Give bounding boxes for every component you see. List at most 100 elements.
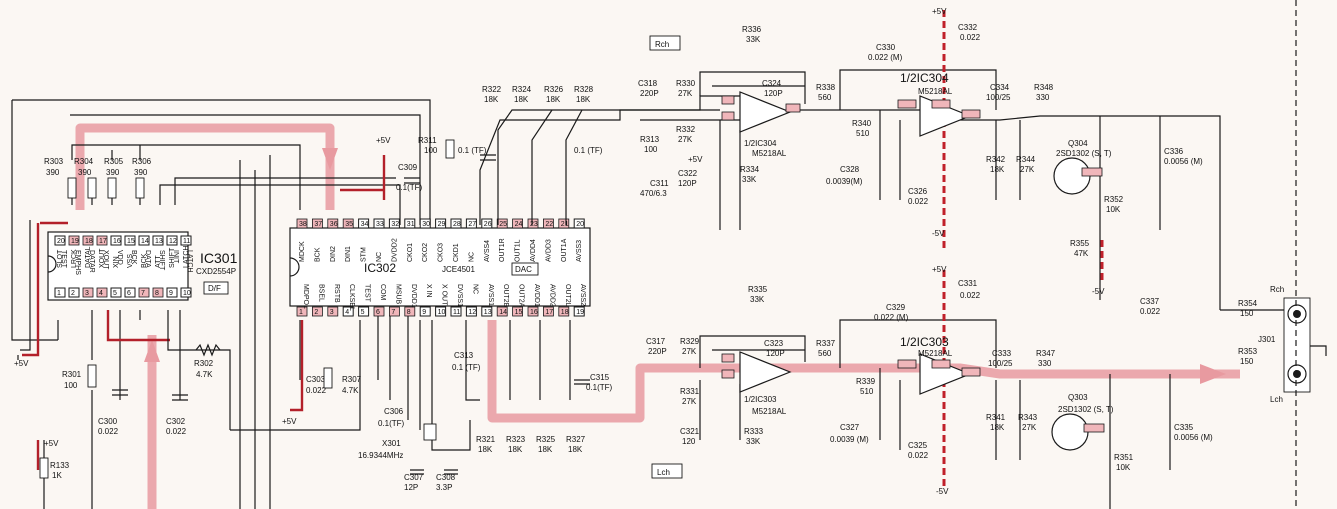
- c324-value: 120P: [764, 89, 783, 98]
- ic-pin-number: 10: [183, 290, 191, 297]
- c325-label: C325: [908, 441, 928, 450]
- c323-value: 120P: [766, 349, 785, 358]
- ic-pin-label: BSEL: [317, 284, 324, 302]
- ic-pin-number: 16: [113, 238, 121, 245]
- ic301-part: CXD2554P: [196, 267, 236, 276]
- ic-pin-number: 29: [438, 221, 446, 228]
- opamp-ic303a: 1/2IC303 M5218AL: [721, 351, 792, 416]
- c309-value: 0.1(TF): [396, 183, 423, 192]
- r331-label: R331: [680, 387, 700, 396]
- plus5v-ic302: +5V: [376, 136, 391, 145]
- ic-pin: [404, 218, 416, 229]
- ic-pin: [358, 218, 370, 229]
- r303-value: 390: [46, 168, 60, 177]
- ic303b-name: 1/2IC303: [900, 335, 949, 349]
- r342-label: R342: [986, 155, 1006, 164]
- r305-value: 390: [106, 168, 120, 177]
- ic-pin: [543, 218, 554, 229]
- ic-pin-label: LRCK: [71, 249, 78, 268]
- c326-value: 0.022: [908, 197, 929, 206]
- c311-value: 470/6.3: [640, 189, 667, 198]
- ic-pin-number: 2: [314, 309, 318, 316]
- jack-ref: J301: [1258, 335, 1276, 344]
- ic-pin-label: BCK: [130, 250, 137, 265]
- c307-value: 12P: [404, 483, 418, 492]
- ic-pin: [311, 306, 323, 317]
- left-wiring: [11, 99, 471, 509]
- r342-value: 18K: [990, 165, 1005, 174]
- r305-label: R305: [104, 157, 124, 166]
- lch-network: Lch R321 18K R323 18K R325 18K R327 18K …: [465, 285, 806, 479]
- ic-pin-label: NC: [376, 252, 383, 262]
- ic-pin-label: AVSS1: [487, 284, 494, 306]
- ic-pin: [68, 287, 80, 298]
- r338-value: 560: [818, 93, 832, 102]
- c315-label: C315: [590, 373, 610, 382]
- ic-pin-label: MDPOL: [302, 284, 309, 309]
- ic-pin-number: 18: [85, 238, 93, 245]
- ic-pin: [327, 218, 339, 229]
- ic-pin-number: 20: [57, 238, 65, 245]
- c327-value: 0.0039 (M): [830, 435, 869, 444]
- arrow-up-highlight: [144, 340, 160, 362]
- c337-label: C337: [1140, 297, 1160, 306]
- r343-label: R343: [1018, 413, 1038, 422]
- ic-pin-label: ATT: [155, 255, 162, 268]
- ic-pin-number: 26: [484, 221, 492, 228]
- output-jack-j301: Rch J301 Lch: [1258, 0, 1327, 509]
- arrow-down-highlight: [322, 148, 338, 170]
- ic-pin-label: DATAL: [85, 246, 92, 268]
- ic-pin: [342, 218, 354, 229]
- c337-value: 0.022: [1140, 307, 1161, 316]
- rch-second-stage: +5V -5V 1/2IC304 M5218AL C330 0.022 (M) …: [800, 7, 1290, 318]
- ic303a-part: M5218AL: [752, 407, 787, 416]
- ic-pin-number: 36: [330, 221, 338, 228]
- r336-label: R336: [742, 25, 762, 34]
- ic-pin: [138, 235, 150, 246]
- ic303a-name: 1/2IC303: [744, 395, 777, 404]
- c335-value: 0.0056 (M): [1174, 433, 1213, 442]
- q304-label: Q304: [1068, 139, 1088, 148]
- ic-pin-label: X IN: [425, 284, 432, 298]
- ic-pin: [296, 306, 308, 317]
- r331-value: 27K: [682, 397, 697, 406]
- r321-value: 18K: [478, 445, 493, 454]
- ic-pin-number: 25: [499, 221, 507, 228]
- ic-pin: [450, 218, 462, 229]
- r322-label: R322: [482, 85, 502, 94]
- r334-value: 33K: [742, 175, 757, 184]
- r327-label: R327: [566, 435, 586, 444]
- r311-value: 100: [424, 146, 438, 155]
- ic-pin-number: 34: [361, 221, 369, 228]
- ic-pin-number: 8: [407, 309, 411, 316]
- ic-pin-label: DIN1: [345, 246, 352, 262]
- c325-value: 0.022: [908, 451, 929, 460]
- c328-label: C328: [840, 165, 860, 174]
- c321-label: C321: [680, 427, 700, 436]
- ic-pin-label: EMPHS: [74, 250, 81, 275]
- c332-label: C332: [958, 23, 978, 32]
- ic304b-part: M5218AL: [918, 87, 953, 96]
- ic-pin: [388, 306, 400, 317]
- ic-pin-label: VSS: [127, 254, 134, 268]
- ic-pin-label: COM: [379, 284, 386, 301]
- r338-label: R338: [816, 83, 836, 92]
- r302-label: R302: [194, 359, 214, 368]
- ic-pin: [166, 287, 178, 298]
- c300-label: C300: [98, 417, 118, 426]
- ic-pin-label: DATA: [144, 250, 151, 268]
- ic-pin-label: DVDD1: [410, 284, 417, 308]
- lch-label: Lch: [657, 468, 670, 477]
- ic-pin-label: INIT: [172, 250, 179, 264]
- ic-pin: [527, 218, 539, 229]
- r301-label: R301: [62, 370, 82, 379]
- ic-pin-label: OUT2L: [564, 284, 571, 307]
- c302-value: 0.022: [166, 427, 187, 436]
- r324-value: 18K: [514, 95, 529, 104]
- c311tf-value: 0.1 (TF): [458, 146, 487, 155]
- ic-pin-label: SHIFT: [158, 250, 165, 271]
- ic-pin: [496, 218, 508, 229]
- ic-pin-number: 10: [438, 309, 446, 316]
- ic-pin: [435, 218, 447, 229]
